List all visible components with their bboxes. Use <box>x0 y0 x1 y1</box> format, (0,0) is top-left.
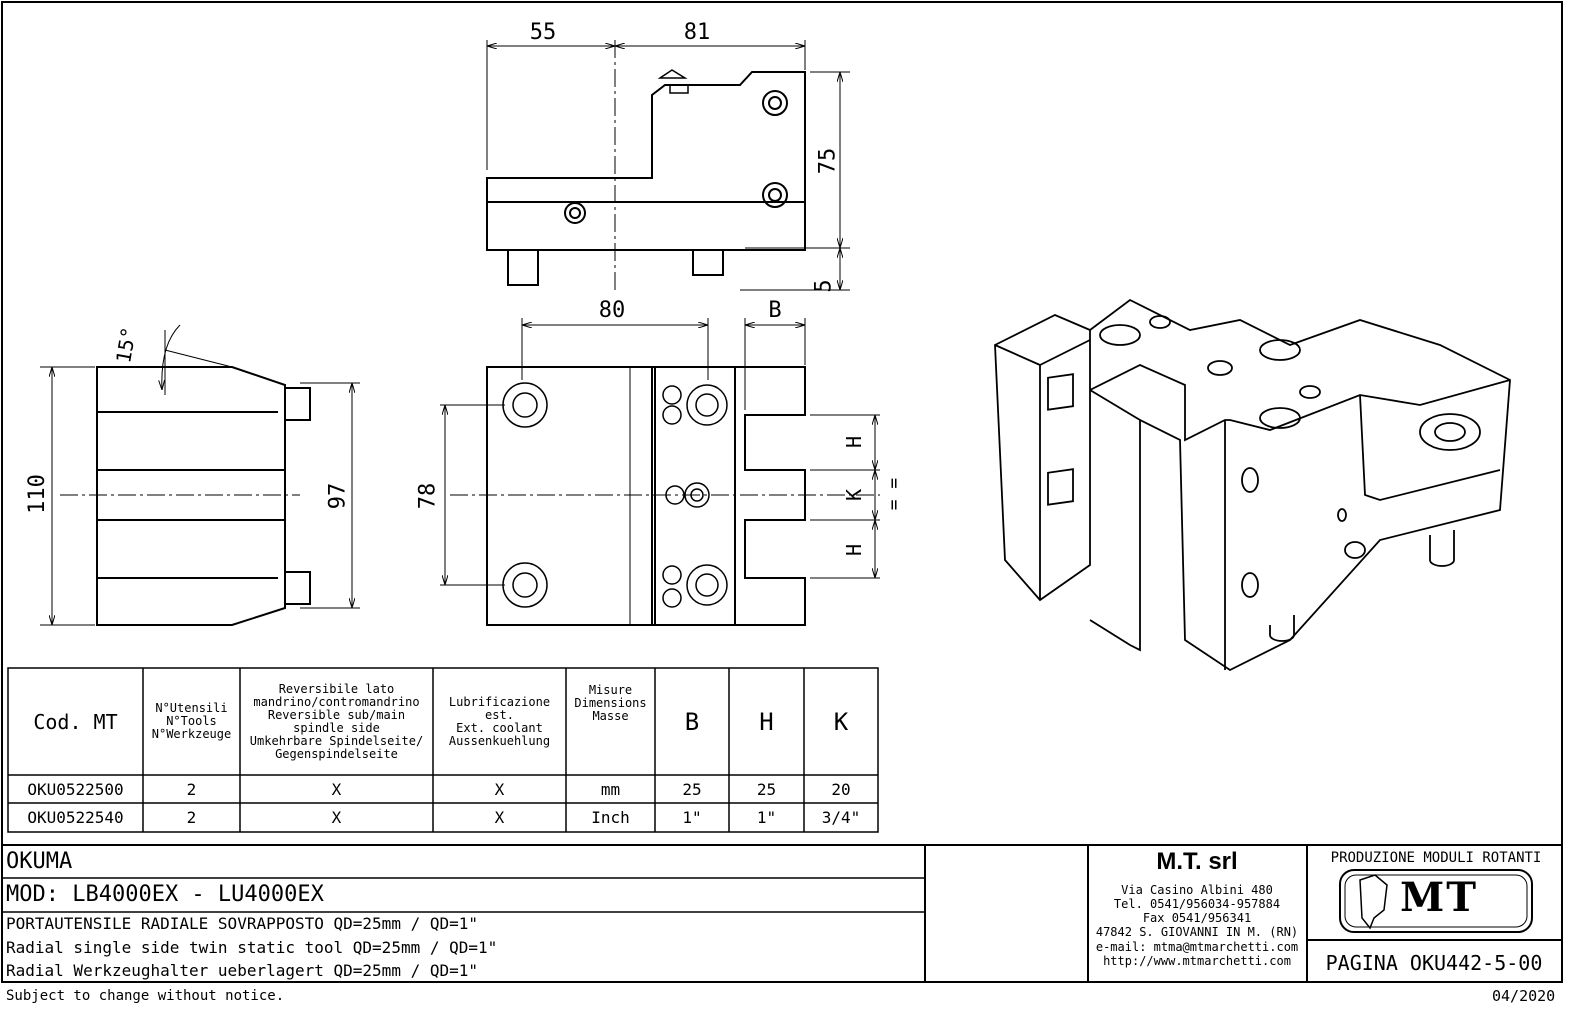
cell-b: 25 <box>682 779 702 799</box>
dim-78: 78 <box>415 482 441 510</box>
company-fax: Fax 0541/956341 <box>1142 911 1252 925</box>
dim-75: 75 <box>815 147 841 175</box>
header-dimensions: Misure Dimensions Masse <box>574 682 647 723</box>
cell-reversible: X <box>331 779 342 799</box>
dim-b: B <box>768 298 782 323</box>
cell-h: 1" <box>756 808 777 827</box>
machine-model: MOD: LB4000EX - LU4000EX <box>6 882 324 907</box>
change-notice: Subject to change without notice. <box>6 988 285 1004</box>
isometric-view <box>994 298 1511 672</box>
dim-110: 110 <box>24 474 50 514</box>
header-tools: N°Utensili N°Tools N°Werkzeuge <box>151 701 232 741</box>
cell-units: Inch <box>591 808 630 827</box>
dim-55: 55 <box>529 20 557 45</box>
front-view <box>440 318 880 626</box>
revision-date: 04/2020 <box>1492 987 1556 1005</box>
dim-97: 97 <box>325 482 351 510</box>
dim-equal: = = <box>883 477 905 511</box>
company-name: M.T. srl <box>1156 848 1238 875</box>
dim-h-upper: H <box>842 435 867 449</box>
company-address: Via Casino Albini 480 <box>1121 883 1273 897</box>
company-city: 47842 S. GIOVANNI IN M. (RN) <box>1095 925 1299 939</box>
dim-k: K <box>842 488 867 502</box>
header-cod-mt: Cod. MT <box>33 709 118 734</box>
dim-80: 80 <box>598 298 626 323</box>
cell-code: OKU0522500 <box>27 779 124 799</box>
drawing-border <box>1 1 1563 983</box>
top-view <box>486 40 850 291</box>
cell-k: 20 <box>831 779 851 799</box>
header-b: B <box>684 707 700 736</box>
cell-h: 25 <box>756 779 777 799</box>
page-code: PAGINA OKU442-5-00 <box>1325 951 1543 975</box>
title-block-grid <box>2 844 1562 982</box>
description-en: Radial single side twin static tool QD=2… <box>6 938 498 957</box>
company-tel: Tel. 0541/956034-957884 <box>1113 897 1281 911</box>
dim-angle-15: 15° <box>111 325 142 365</box>
cell-k: 3/4" <box>821 808 861 827</box>
company-website[interactable]: http://www.mtmarchetti.com <box>1103 954 1291 968</box>
cell-reversible: X <box>331 808 342 827</box>
cell-tools: 2 <box>186 808 197 827</box>
dim-5: 5 <box>811 279 837 293</box>
cell-code: OKU0522540 <box>27 808 124 827</box>
machine-brand: OKUMA <box>6 849 73 874</box>
cell-units: mm <box>600 779 621 799</box>
mt-logo <box>1339 869 1533 933</box>
header-coolant: Lubrificazione est. Ext. coolant Aussenk… <box>448 694 551 748</box>
header-k: K <box>833 707 849 736</box>
cell-coolant: X <box>494 808 505 827</box>
company-email[interactable]: e-mail: mtma@mtmarchetti.com <box>1095 940 1299 954</box>
header-h: H <box>759 707 774 736</box>
mt-logo-text: MT <box>1400 874 1479 921</box>
dim-81: 81 <box>683 20 711 45</box>
cell-b: 1" <box>682 808 702 827</box>
spec-table-grid <box>7 667 879 833</box>
cell-coolant: X <box>494 779 505 799</box>
side-view <box>40 324 360 626</box>
description-de: Radial Werkzeughalter ueberlagert QD=25m… <box>6 961 479 980</box>
division-label: PRODUZIONE MODULI ROTANTI <box>1330 850 1542 866</box>
header-reversible: Reversibile lato mandrino/contromandrino… <box>249 681 424 761</box>
dim-h-lower: H <box>842 543 867 557</box>
cell-tools: 2 <box>186 779 197 799</box>
description-it: PORTAUTENSILE RADIALE SOVRAPPOSTO QD=25m… <box>6 914 479 933</box>
